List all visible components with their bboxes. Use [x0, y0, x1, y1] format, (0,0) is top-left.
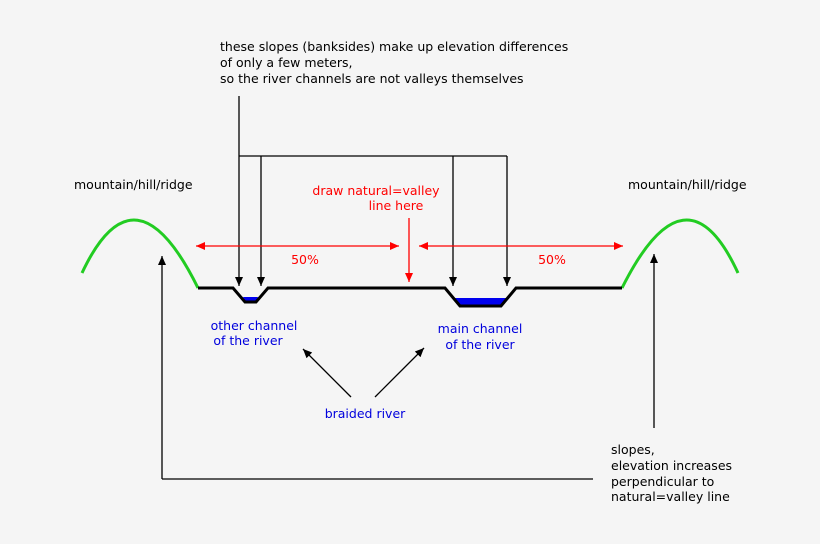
bankside-arrows: [235, 156, 511, 286]
right-mountain-slope: [620, 218, 740, 289]
mountain-left-label: mountain/hill/ridge: [74, 177, 193, 192]
valley-line-note-line-1: draw natural=valley: [312, 183, 440, 198]
slopes-note-line-3: perpendicular to: [611, 474, 714, 489]
valley-line-note-line-2: line here: [369, 198, 424, 213]
top-note-line-2: of only a few meters,: [220, 55, 352, 70]
mountain-right-label: mountain/hill/ridge: [628, 177, 747, 192]
left-mountain-slope: [80, 218, 200, 289]
main-channel-label-line-1: main channel: [438, 321, 523, 336]
valley-floor: [198, 286, 622, 308]
top-note-line-3: so the river channels are not valleys th…: [220, 71, 524, 86]
braided-arrow-left: [302, 348, 352, 398]
slopes-note-line-2: elevation increases: [611, 458, 732, 473]
other-channel-label-line-1: other channel: [211, 318, 298, 333]
bankside-bracket: [238, 96, 507, 157]
slopes-note-line-1: slopes,: [611, 442, 655, 457]
braided-arrow-right: [374, 347, 425, 398]
slopes-note-line-4: natural=valley line: [611, 489, 730, 504]
braided-river-label: braided river: [325, 406, 406, 421]
left-percent-label: 50%: [291, 252, 319, 267]
main-channel-water: [455, 298, 506, 306]
main-channel-label-line-2: of the river: [445, 337, 515, 352]
top-note-line-1: these slopes (banksides) make up elevati…: [220, 39, 568, 54]
other-channel-label-line-2: of the river: [213, 333, 283, 348]
right-percent-label: 50%: [538, 252, 566, 267]
